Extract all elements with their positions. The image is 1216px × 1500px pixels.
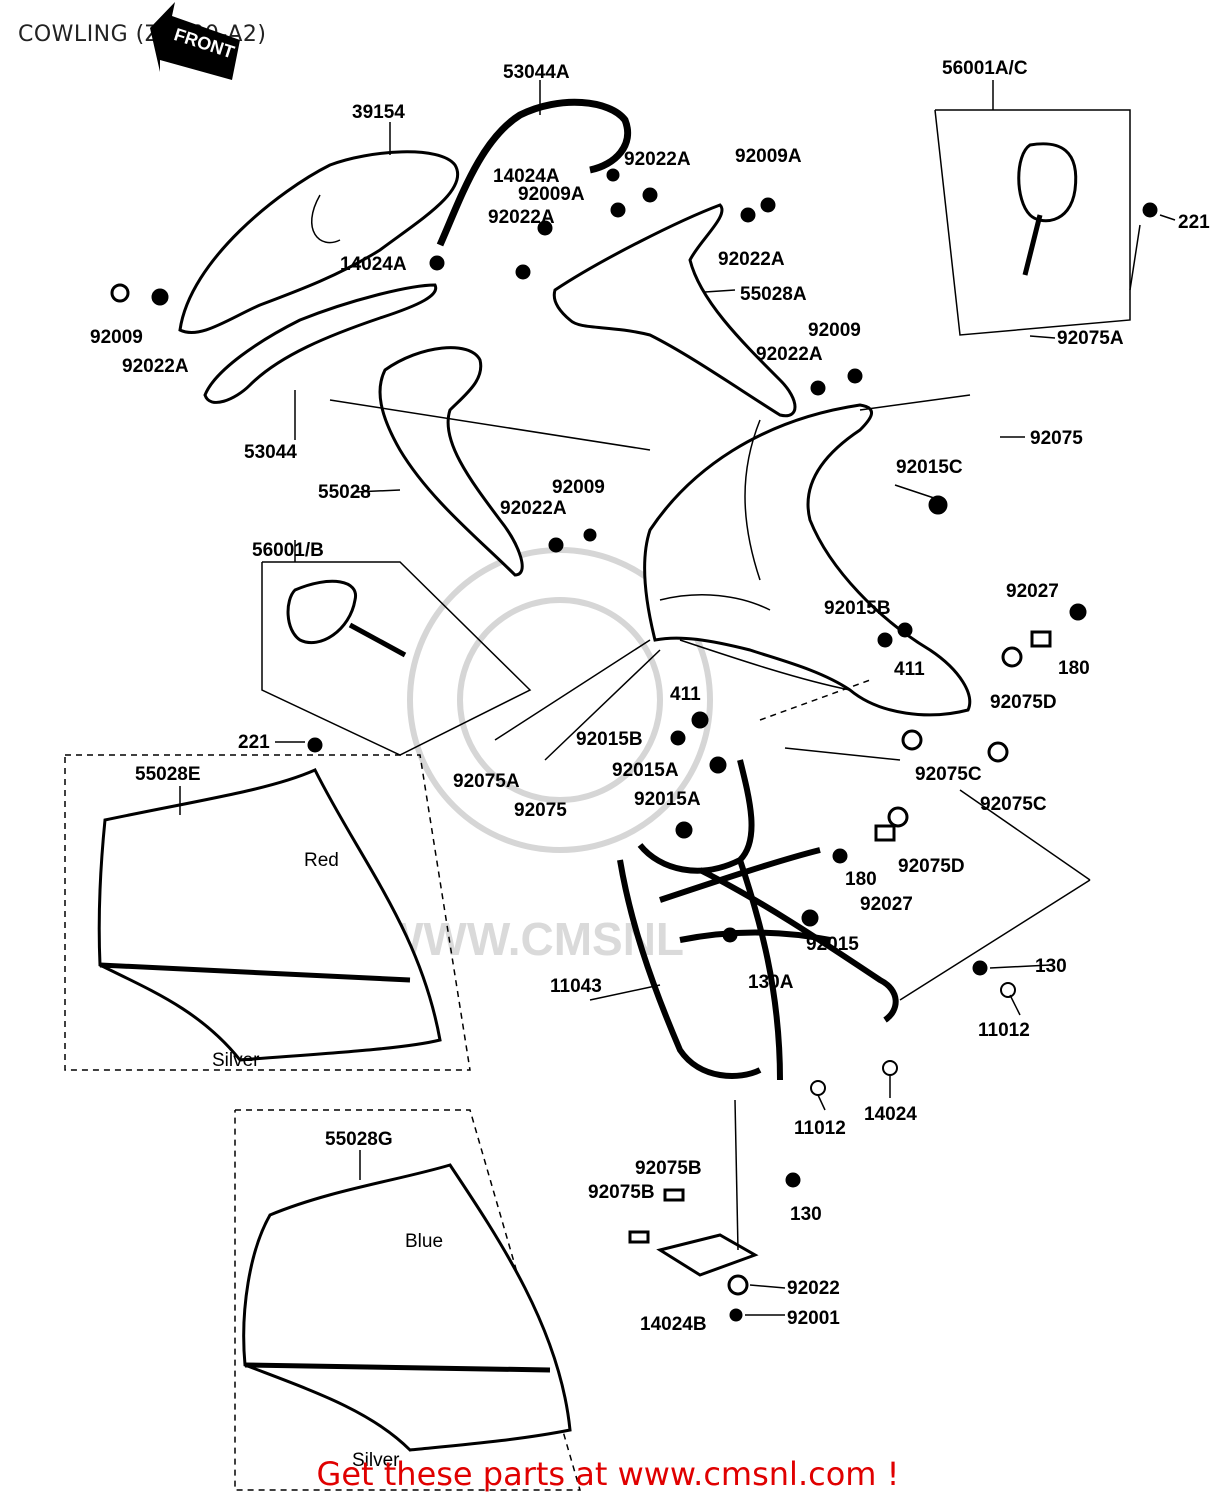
label-92009-left[interactable]: 92009 <box>90 327 143 348</box>
label-92075-mid[interactable]: 92075 <box>514 800 567 821</box>
label-55028e[interactable]: 55028E <box>135 764 201 785</box>
label-130-bottom[interactable]: 130 <box>790 1204 822 1225</box>
label-92022a-left[interactable]: 92022A <box>122 356 189 377</box>
leader-lines <box>179 80 1176 1316</box>
label-11012-right[interactable]: 11012 <box>978 1020 1030 1041</box>
label-11043[interactable]: 11043 <box>550 976 602 997</box>
label-56001b[interactable]: 56001/B <box>252 540 324 561</box>
color-label-silver-g: Silver <box>352 1450 400 1471</box>
label-92009-right[interactable]: 92009 <box>808 320 861 341</box>
label-92001[interactable]: 92001 <box>787 1308 840 1329</box>
mirror-right-part[interactable] <box>1017 142 1078 223</box>
label-92022[interactable]: 92022 <box>787 1278 840 1299</box>
label-92075a-top[interactable]: 92075A <box>1057 328 1124 349</box>
front-arrow-icon: FRONT <box>150 2 240 80</box>
label-92015a-b[interactable]: 92015A <box>634 789 701 810</box>
label-92015a-a[interactable]: 92015A <box>612 760 679 781</box>
label-14024a-top[interactable]: 14024A <box>493 166 560 187</box>
label-92009-mid[interactable]: 92009 <box>552 477 605 498</box>
color-label-red: Red <box>304 850 339 871</box>
label-92075b-a[interactable]: 92075B <box>635 1158 702 1179</box>
label-11012-mid[interactable]: 11012 <box>794 1118 846 1139</box>
label-92022a-b[interactable]: 92022A <box>488 207 555 228</box>
label-221-left[interactable]: 221 <box>238 732 270 753</box>
label-130a[interactable]: 130A <box>748 972 794 993</box>
part-labels: 39154 53044A 56001A/C 221 14024A 92022A … <box>90 58 1210 1471</box>
label-411-b[interactable]: 411 <box>670 684 701 705</box>
label-92022a-mid[interactable]: 92022A <box>500 498 567 519</box>
label-92022a-a[interactable]: 92022A <box>624 149 691 170</box>
color-label-silver-e: Silver <box>212 1050 260 1071</box>
windshield-part[interactable] <box>178 150 459 334</box>
label-180-mid[interactable]: 180 <box>845 869 877 890</box>
label-92022a-c[interactable]: 92022A <box>718 249 785 270</box>
label-56001ac[interactable]: 56001A/C <box>942 58 1028 79</box>
label-55028a[interactable]: 55028A <box>740 284 807 305</box>
mirror-left-part[interactable] <box>286 579 357 645</box>
label-14024[interactable]: 14024 <box>864 1104 917 1125</box>
windshield-trim-part[interactable] <box>436 98 631 247</box>
bracket-14024b-part[interactable] <box>656 1233 759 1277</box>
color-label-blue: Blue <box>405 1231 443 1252</box>
label-92075b-b[interactable]: 92075B <box>588 1182 655 1203</box>
label-130-right[interactable]: 130 <box>1035 956 1067 977</box>
label-411-a[interactable]: 411 <box>894 659 925 680</box>
label-92075c-b[interactable]: 92075C <box>980 794 1047 815</box>
watermark-logo: WWW.CMSNL <box>380 547 713 965</box>
label-55028[interactable]: 55028 <box>318 482 371 503</box>
label-92009a-a[interactable]: 92009A <box>735 146 802 167</box>
label-14024b[interactable]: 14024B <box>640 1314 707 1335</box>
side-cowling-g-part[interactable] <box>242 1163 572 1452</box>
label-92075c-a[interactable]: 92075C <box>915 764 982 785</box>
label-92075-top[interactable]: 92075 <box>1030 428 1083 449</box>
label-55028g[interactable]: 55028G <box>325 1129 393 1150</box>
label-92075d-top[interactable]: 92075D <box>990 692 1057 713</box>
cowling-stay-frame-part[interactable] <box>617 759 899 1081</box>
label-53044[interactable]: 53044 <box>244 442 297 463</box>
hardware-parts <box>110 168 1158 1322</box>
label-92022a-right[interactable]: 92022A <box>756 344 823 365</box>
label-92009a-b[interactable]: 92009A <box>518 184 585 205</box>
footer-link[interactable]: Get these parts at www.cmsnl.com ! <box>316 1455 900 1493</box>
side-cowling-e-part[interactable] <box>97 768 442 1062</box>
label-180-top[interactable]: 180 <box>1058 658 1090 679</box>
label-92027-top[interactable]: 92027 <box>1006 581 1059 602</box>
label-221-top[interactable]: 221 <box>1178 212 1210 233</box>
label-92015b-b[interactable]: 92015B <box>576 729 643 750</box>
label-92075a-mid[interactable]: 92075A <box>453 771 520 792</box>
label-53044a[interactable]: 53044A <box>503 62 570 83</box>
label-92075d-mid[interactable]: 92075D <box>898 856 965 877</box>
label-39154[interactable]: 39154 <box>352 102 405 123</box>
lower-trim-part[interactable] <box>203 283 438 404</box>
label-92015b-a[interactable]: 92015B <box>824 598 891 619</box>
label-92015c[interactable]: 92015C <box>896 457 963 478</box>
inner-duct-right-part[interactable] <box>552 203 797 418</box>
label-92015[interactable]: 92015 <box>806 934 859 955</box>
label-92027-mid[interactable]: 92027 <box>860 894 913 915</box>
label-14024a-mid[interactable]: 14024A <box>340 254 407 275</box>
inner-duct-left-part[interactable] <box>378 346 524 577</box>
